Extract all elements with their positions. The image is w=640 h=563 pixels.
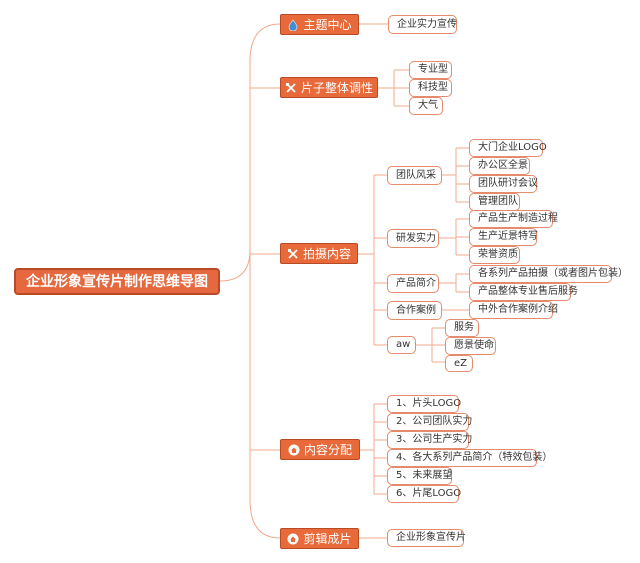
- leaf-topic[interactable]: 服务: [445, 319, 479, 337]
- leaf-topic[interactable]: 1、片头LOGO: [387, 395, 461, 413]
- leaf-topic[interactable]: 产品生产制造过程: [469, 210, 558, 228]
- leaf-topic[interactable]: 中外合作案例介绍: [469, 301, 558, 319]
- sub-topic-product[interactable]: 产品简介: [387, 274, 439, 293]
- sub-topic-cases[interactable]: 合作案例: [387, 301, 442, 320]
- leaf-topic[interactable]: 3、公司生产实力: [387, 431, 472, 449]
- home-icon: [287, 533, 299, 545]
- leaf-topic[interactable]: 科技型: [409, 79, 452, 97]
- leaf-topic[interactable]: 企业形象宣传片: [387, 529, 466, 547]
- leaf-topic[interactable]: 大气: [409, 97, 443, 115]
- leaf-topic[interactable]: 各系列产品拍摄（或者图片包装）: [469, 265, 628, 283]
- branch-shooting-content[interactable]: 拍摄内容: [280, 243, 358, 264]
- leaf-topic[interactable]: 愿景使命: [445, 337, 496, 355]
- leaf-topic[interactable]: eZ: [445, 355, 473, 372]
- root-topic[interactable]: 企业形象宣传片制作思维导图: [14, 268, 220, 295]
- branch-label: 剪辑成片: [303, 531, 352, 546]
- leaf-topic[interactable]: 企业实力宣传: [388, 15, 457, 34]
- sub-topic-rd[interactable]: 研发实力: [387, 229, 439, 248]
- sub-topic-aw[interactable]: aw: [387, 336, 416, 354]
- leaf-topic[interactable]: 团队研讨会议: [469, 175, 538, 193]
- branch-label: 主题中心: [303, 17, 352, 32]
- branch-label: 拍摄内容: [302, 246, 351, 261]
- leaf-topic[interactable]: 专业型: [409, 61, 452, 79]
- branch-overall-tone[interactable]: 片子整体调性: [280, 77, 378, 98]
- branch-label: 内容分配: [303, 442, 352, 457]
- tools-icon: [285, 82, 297, 94]
- leaf-topic[interactable]: 生产近景特写: [469, 228, 538, 246]
- leaf-topic[interactable]: 办公区全景: [469, 157, 530, 175]
- water-drop-icon: [287, 19, 299, 31]
- leaf-topic[interactable]: 大门企业LOGO: [469, 139, 547, 157]
- branch-theme-center[interactable]: 主题中心: [280, 14, 359, 35]
- branch-editing[interactable]: 剪辑成片: [280, 528, 359, 549]
- leaf-topic[interactable]: 管理团队: [469, 193, 520, 211]
- leaf-topic[interactable]: 5、未来展望: [387, 467, 452, 485]
- branch-content-allocation[interactable]: 内容分配: [280, 439, 360, 460]
- leaf-topic[interactable]: 产品整体专业售后服务: [469, 283, 578, 301]
- root-topic-label: 企业形象宣传片制作思维导图: [26, 273, 208, 290]
- home-icon: [288, 444, 300, 456]
- leaf-topic[interactable]: 荣誉资质: [469, 246, 520, 264]
- tools-icon: [287, 248, 299, 260]
- leaf-topic[interactable]: 6、片尾LOGO: [387, 485, 461, 503]
- branch-label: 片子整体调性: [300, 80, 373, 95]
- sub-topic-team[interactable]: 团队风采: [387, 166, 442, 185]
- leaf-topic[interactable]: 2、公司团队实力: [387, 413, 472, 431]
- leaf-topic[interactable]: 4、各大系列产品简介（特效包装）: [387, 449, 552, 467]
